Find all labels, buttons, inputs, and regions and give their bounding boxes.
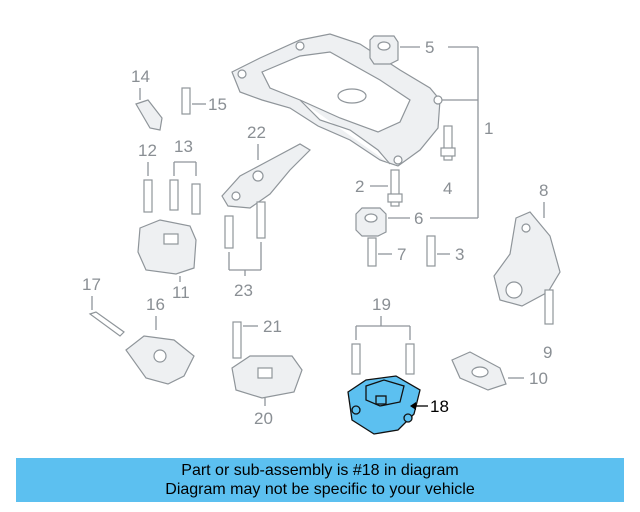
callout-12: 12 [138,141,157,160]
bolt-part-2[interactable] [387,169,403,207]
callout-11: 11 [172,283,190,302]
callout-3: 3 [455,245,464,264]
bolt-part-3[interactable] [426,235,436,267]
part-info-banner: Part or sub-assembly is #18 in diagram D… [16,458,624,502]
bolt-part-12[interactable] [143,179,153,213]
bracket-part-10[interactable] [451,351,507,391]
callout-2: 2 [355,177,364,196]
callout-1: 1 [484,119,493,138]
callout-19: 19 [372,295,391,314]
mount-part-11[interactable] [137,219,197,275]
callout-14: 14 [131,67,150,86]
highlighted-mount-part-18[interactable] [347,375,421,435]
callout-17: 17 [82,275,101,294]
subframe-part-1[interactable] [231,33,443,167]
banner-line-1: Part or sub-assembly is #18 in diagram [181,462,459,479]
callout-6: 6 [414,209,423,228]
bolt-part-19a[interactable] [351,343,361,375]
parts-diagram: 5 1 4 2 6 7 3 8 9 [82,33,561,435]
bolt-part-19b[interactable] [405,343,415,375]
callout-7: 7 [397,245,406,264]
bolt-part-21[interactable] [232,321,242,359]
bolt-part-7[interactable] [367,237,377,267]
callout-5: 5 [425,38,434,57]
callout-18: 18 [430,397,449,416]
bolt-part-13b[interactable] [191,183,201,215]
bracket-part-14[interactable] [135,99,163,131]
bracket-part-22[interactable] [221,143,311,209]
mount-part-16[interactable] [125,335,195,385]
mount-part-5[interactable] [369,35,399,65]
callout-16: 16 [146,295,165,314]
callout-10: 10 [529,369,548,388]
callout-21: 21 [263,317,282,336]
bolt-part-17[interactable] [88,311,125,337]
callout-22: 22 [247,123,266,142]
bolt-part-4[interactable] [440,125,456,161]
banner-line-2: Diagram may not be specific to your vehi… [165,481,475,498]
callout-4: 4 [443,179,452,198]
bolt-part-15[interactable] [181,87,191,115]
callout-8: 8 [539,181,548,200]
callout-20: 20 [254,409,273,428]
bracket-part-8[interactable] [493,211,561,307]
callout-9: 9 [543,343,552,362]
callout-15: 15 [208,95,227,114]
callout-13: 13 [174,137,193,156]
callout-23: 23 [234,281,253,300]
bolt-part-9[interactable] [544,289,554,325]
bolt-part-23a[interactable] [224,215,234,249]
bolt-part-13a[interactable] [169,179,179,211]
mount-part-20[interactable] [231,355,303,399]
bolt-part-23b[interactable] [256,201,266,239]
mount-part-6[interactable] [355,207,387,237]
